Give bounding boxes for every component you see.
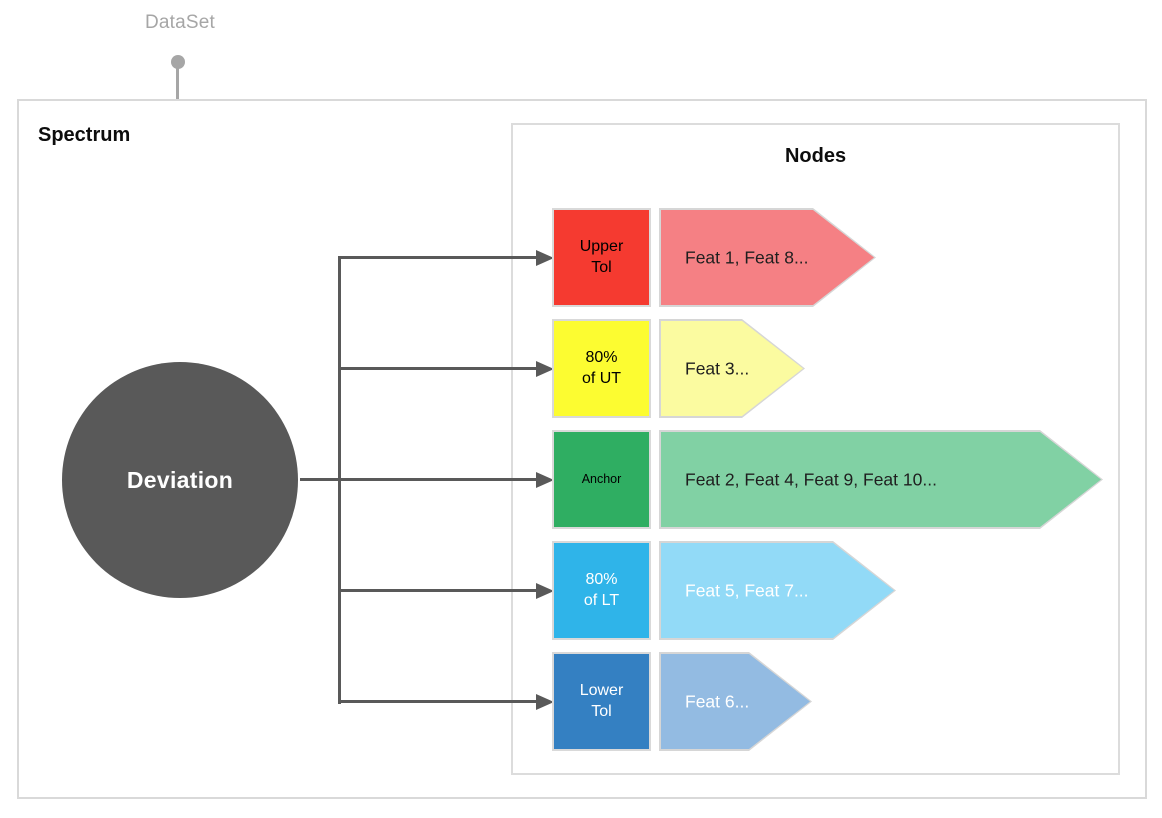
- feature-arrow-lower-tol[interactable]: Feat 6...: [659, 652, 812, 751]
- arrow-shape: [661, 432, 1101, 527]
- connector-line-upper-tol: [338, 256, 536, 259]
- feature-list-label: Feat 5, Feat 7...: [685, 580, 809, 600]
- node-box-80-of-lt[interactable]: 80% of LT: [552, 541, 651, 640]
- feature-arrow-80-of-lt[interactable]: Feat 5, Feat 7...: [659, 541, 896, 640]
- connector-arrowhead-lower-tol: [536, 693, 554, 710]
- feature-list-label: Feat 6...: [685, 691, 750, 711]
- deviation-label: Deviation: [126, 466, 234, 493]
- dataset-label: DataSet: [144, 12, 216, 33]
- node-box-upper-tol[interactable]: Upper Tol: [552, 208, 651, 307]
- feature-arrow-anchor[interactable]: Feat 2, Feat 4, Feat 9, Feat 10...: [659, 430, 1103, 529]
- feature-list-label: Feat 3...: [685, 358, 750, 378]
- feature-list-label: Feat 1, Feat 8...: [685, 247, 809, 267]
- node-box-label: Upper Tol: [579, 237, 624, 276]
- nodes-title: Nodes: [784, 145, 847, 167]
- node-box-anchor[interactable]: Anchor: [552, 430, 651, 529]
- connector-line-80-of-ut: [338, 367, 536, 370]
- feature-arrow-80-of-ut[interactable]: Feat 3...: [659, 319, 805, 418]
- node-box-label: 80% of UT: [581, 348, 622, 387]
- connector-arrowhead-80-of-lt: [536, 582, 554, 599]
- feature-list-label: Feat 2, Feat 4, Feat 9, Feat 10...: [685, 469, 937, 489]
- deviation-circle[interactable]: Deviation: [62, 362, 298, 598]
- connector-line-80-of-lt: [338, 589, 536, 592]
- node-box-lower-tol[interactable]: Lower Tol: [552, 652, 651, 751]
- feature-arrow-upper-tol[interactable]: Feat 1, Feat 8...: [659, 208, 876, 307]
- connector-arrowhead-80-of-ut: [536, 360, 554, 377]
- node-box-label: 80% of LT: [583, 570, 620, 609]
- connector-arrowhead-upper-tol: [536, 249, 554, 266]
- connector-line-lower-tol: [338, 700, 536, 703]
- node-box-label: Lower Tol: [579, 681, 624, 720]
- spectrum-title: Spectrum: [38, 124, 131, 146]
- connector-arrowhead-anchor: [536, 471, 554, 488]
- connector-line-anchor: [300, 478, 536, 481]
- node-box-label: Anchor: [581, 472, 622, 487]
- node-box-80-of-ut[interactable]: 80% of UT: [552, 319, 651, 418]
